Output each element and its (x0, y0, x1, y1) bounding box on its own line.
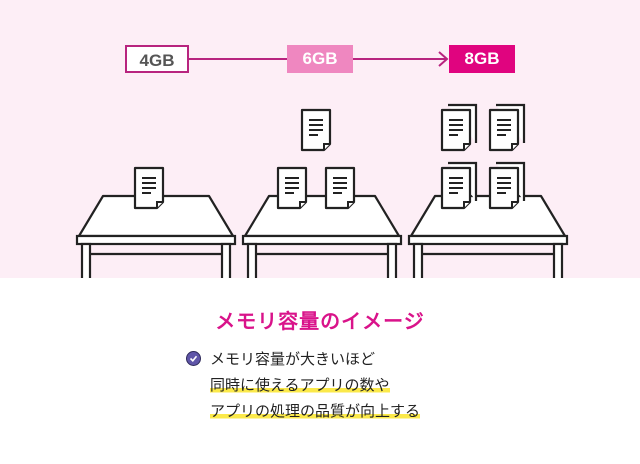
caption-bullet: メモリ容量が大きいほど 同時に使えるアプリの数や アプリの処理の品質が向上する (186, 346, 421, 424)
memory-illustration (75, 51, 569, 278)
caption-title: メモリ容量のイメージ (215, 309, 425, 333)
check-icon (186, 351, 201, 366)
label-8gb: 8GB (449, 45, 515, 73)
caption-line-1: メモリ容量が大きいほど (210, 350, 376, 368)
caption-line-2: 同時に使えるアプリの数や (210, 376, 390, 394)
label-6gb: 6GB (287, 45, 353, 73)
label-4gb: 4GB (125, 45, 189, 73)
caption-line-3: アプリの処理の品質が向上する (210, 402, 421, 420)
